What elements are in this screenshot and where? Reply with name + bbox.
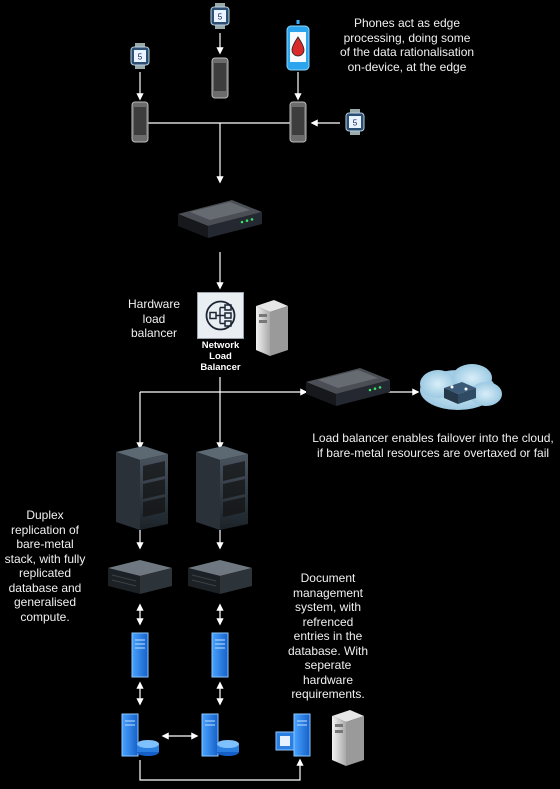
smartwatch-icon: [345, 108, 365, 136]
connectors: [136, 33, 420, 781]
phone-icon: [211, 57, 229, 99]
phone-icon: [131, 101, 149, 143]
network-lb-label: Network Load Balancer: [193, 340, 248, 373]
blood-drop-phone-icon: [286, 20, 310, 71]
hardware-lb-label: Hardware load balancer: [127, 297, 181, 340]
server-tower-icon: [332, 710, 364, 766]
database-server-icon: [201, 713, 239, 757]
rack-server-icon: [107, 559, 173, 595]
server-tower-icon: [256, 300, 288, 356]
network-load-balancer: [197, 292, 244, 339]
router-icon: [178, 200, 262, 238]
failover-note: Load balancer enables failover into the …: [312, 431, 554, 460]
phone-icon: [289, 101, 307, 143]
router-icon: [306, 368, 390, 406]
cloud-icon: [420, 364, 502, 410]
duplex-replication-note: Duplex replication of bare-metal stack, …: [4, 508, 86, 624]
server-rack-icon: [116, 446, 168, 530]
edge-processing-note: Phones act as edge processing, doing som…: [339, 16, 475, 74]
server-rack-icon: [196, 446, 248, 530]
document-server-icon: [275, 713, 311, 757]
app-server-icon: [211, 632, 229, 678]
smartwatch-icon: [210, 2, 230, 30]
rack-server-icon: [187, 559, 253, 595]
dms-note: Document management system, with refrenc…: [287, 571, 369, 701]
app-server-icon: [131, 632, 149, 678]
database-server-icon: [121, 713, 159, 757]
network-load-balancer-icon: [205, 300, 236, 331]
smartwatch-icon: [130, 42, 150, 70]
